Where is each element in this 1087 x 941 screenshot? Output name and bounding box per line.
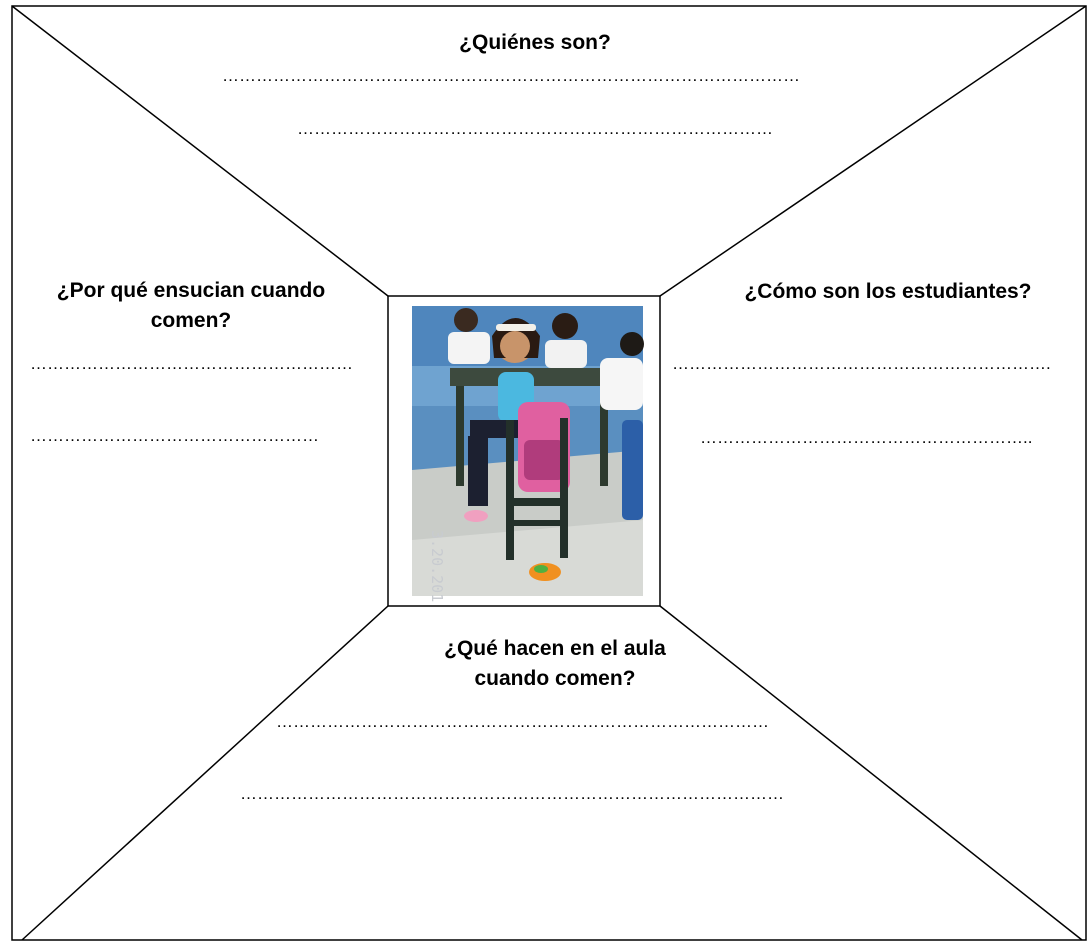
answer-line-right-1: ………………………………………………………….. [672,354,1052,373]
diagonal-top-left [11,5,389,297]
answer-line-top-2: ………………………………………………………………………… [297,119,773,138]
answer-line-left-2: …………………………………………… [30,426,319,445]
photo-timestamp: 3.20.201 [428,530,446,602]
question-top: ¿Quiénes son? [459,31,611,54]
diagonal-bottom-right [659,605,1083,941]
diagonal-top-right [659,5,1087,297]
classroom-photo: 3.20.201 [412,306,644,602]
outer-border [11,5,1087,941]
diagonal-bottom-left [21,605,389,941]
answer-line-bottom-2: …………………………………………………………………………………… [240,784,784,803]
question-left: ¿Por qué ensucian cuando comen? [56,279,326,332]
answer-line-top-1: ………………………………………………………………………………………… [222,66,800,85]
answer-line-right-2: ………………………………………………….. [700,428,1033,447]
question-right: ¿Cómo son los estudiantes? [744,280,1032,303]
answer-line-left-1: ………………………………………………… [30,354,353,373]
answer-line-bottom-1: …………………………………………………………………………… [276,712,769,731]
question-bottom: ¿Qué hacen en el aula cuando comen? [444,637,666,690]
